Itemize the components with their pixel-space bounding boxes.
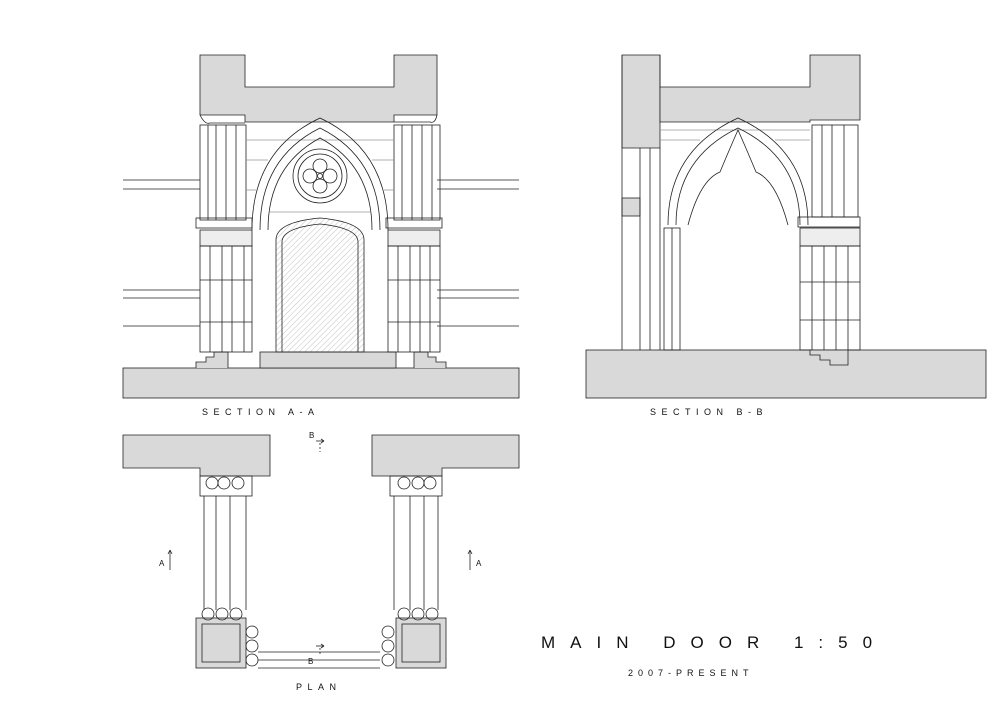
section-a-a-label: SECTION A-A [202, 407, 320, 417]
section-a-a-drawing [122, 54, 520, 399]
section-b-b-label: SECTION B-B [650, 407, 769, 417]
section-b-b-drawing [585, 54, 987, 399]
cut-mark-a-right: A [476, 559, 482, 568]
cut-mark-b-top: B [309, 431, 315, 440]
plan-drawing [122, 434, 520, 669]
sheet-title: MAIN DOOR 1:50 [541, 633, 888, 652]
sheet-subtitle: 2007-PRESENT [628, 668, 754, 678]
cut-mark-b-bottom: B [308, 657, 314, 666]
cut-mark-a-left: A [159, 559, 165, 568]
plan-label: PLAN [296, 682, 342, 692]
